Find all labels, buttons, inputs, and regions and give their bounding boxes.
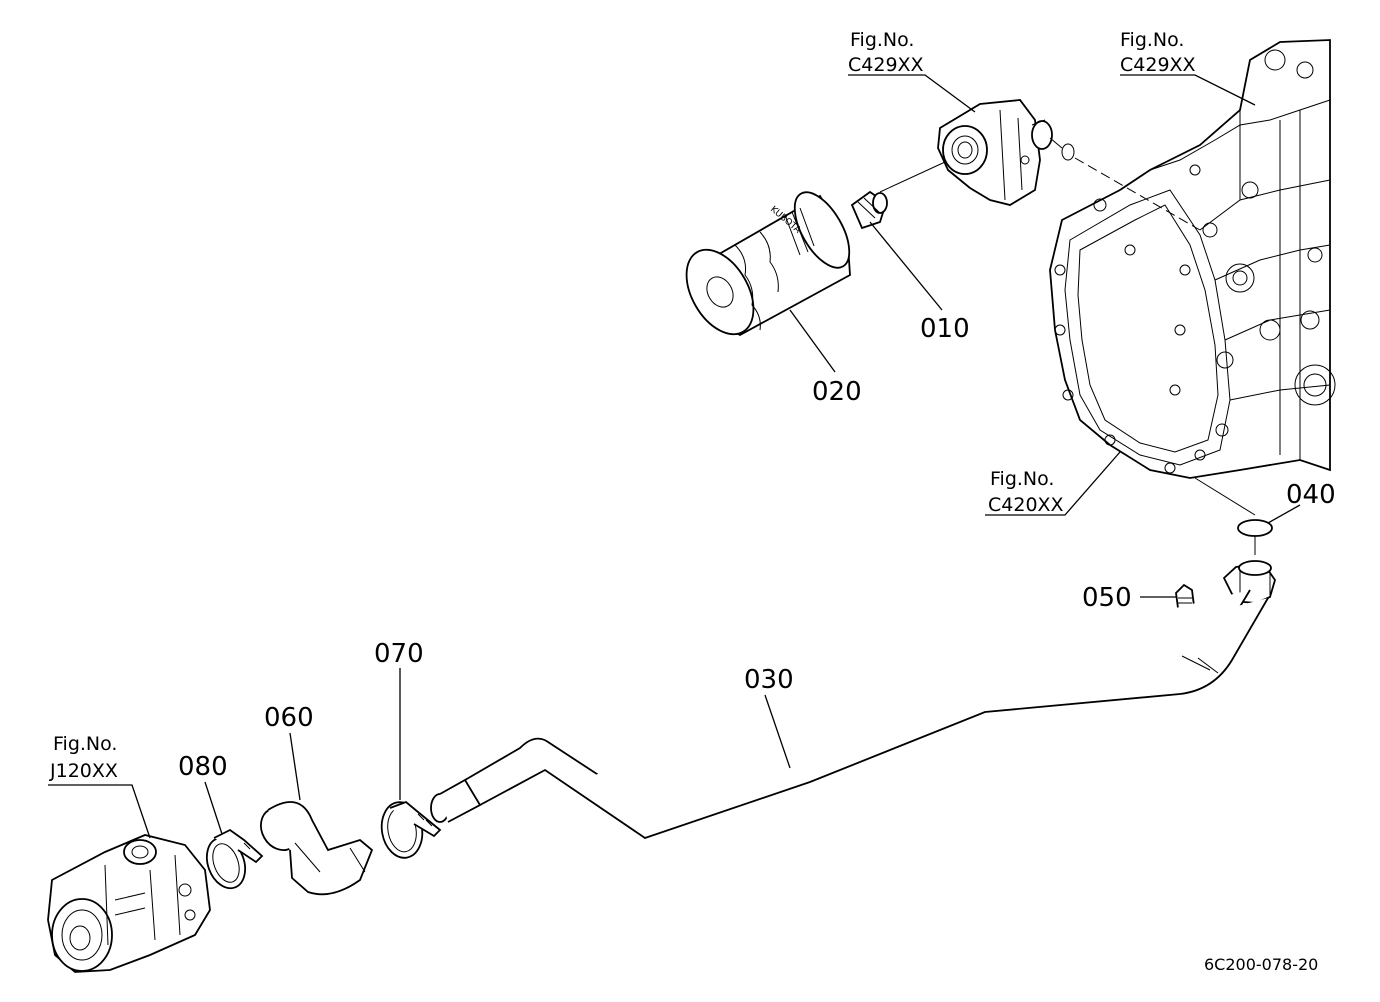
fig-label-filter-head: Fig.No.	[850, 29, 914, 51]
fig-ref-filter-head: C429XX	[848, 54, 924, 76]
part-number-080: 080	[178, 752, 228, 782]
hose-060	[260, 801, 374, 896]
hydraulic-pump	[47, 834, 211, 973]
drawing-code: 6C200-078-20	[1204, 955, 1318, 974]
part-number-020: 020	[812, 377, 862, 407]
nipple-010	[850, 190, 888, 230]
part-number-070: 070	[374, 639, 424, 669]
part-number-060: 060	[264, 703, 314, 733]
fig-ref-pump: J120XX	[49, 760, 118, 782]
pipe-030	[430, 589, 1269, 839]
filter-head	[937, 99, 1075, 206]
o-ring-040	[1237, 519, 1273, 537]
part-number-040: 040	[1286, 480, 1336, 510]
hose-clamp-080	[205, 828, 264, 890]
fig-ref-housing: C429XX	[1120, 54, 1196, 76]
part-number-030: 030	[744, 665, 794, 695]
fig-ref-case: C420XX	[988, 494, 1064, 516]
fig-label-case: Fig.No.	[990, 468, 1054, 490]
leader-lines	[48, 74, 1301, 839]
part-number-050: 050	[1082, 583, 1132, 613]
fig-label-pump: Fig.No.	[53, 733, 117, 755]
transmission-case	[1049, 39, 1336, 479]
oil-filter: KUBOTA	[685, 191, 851, 337]
fig-label-housing: Fig.No.	[1120, 29, 1184, 51]
hose-clamp-070	[380, 800, 442, 859]
part-number-010: 010	[920, 314, 970, 344]
